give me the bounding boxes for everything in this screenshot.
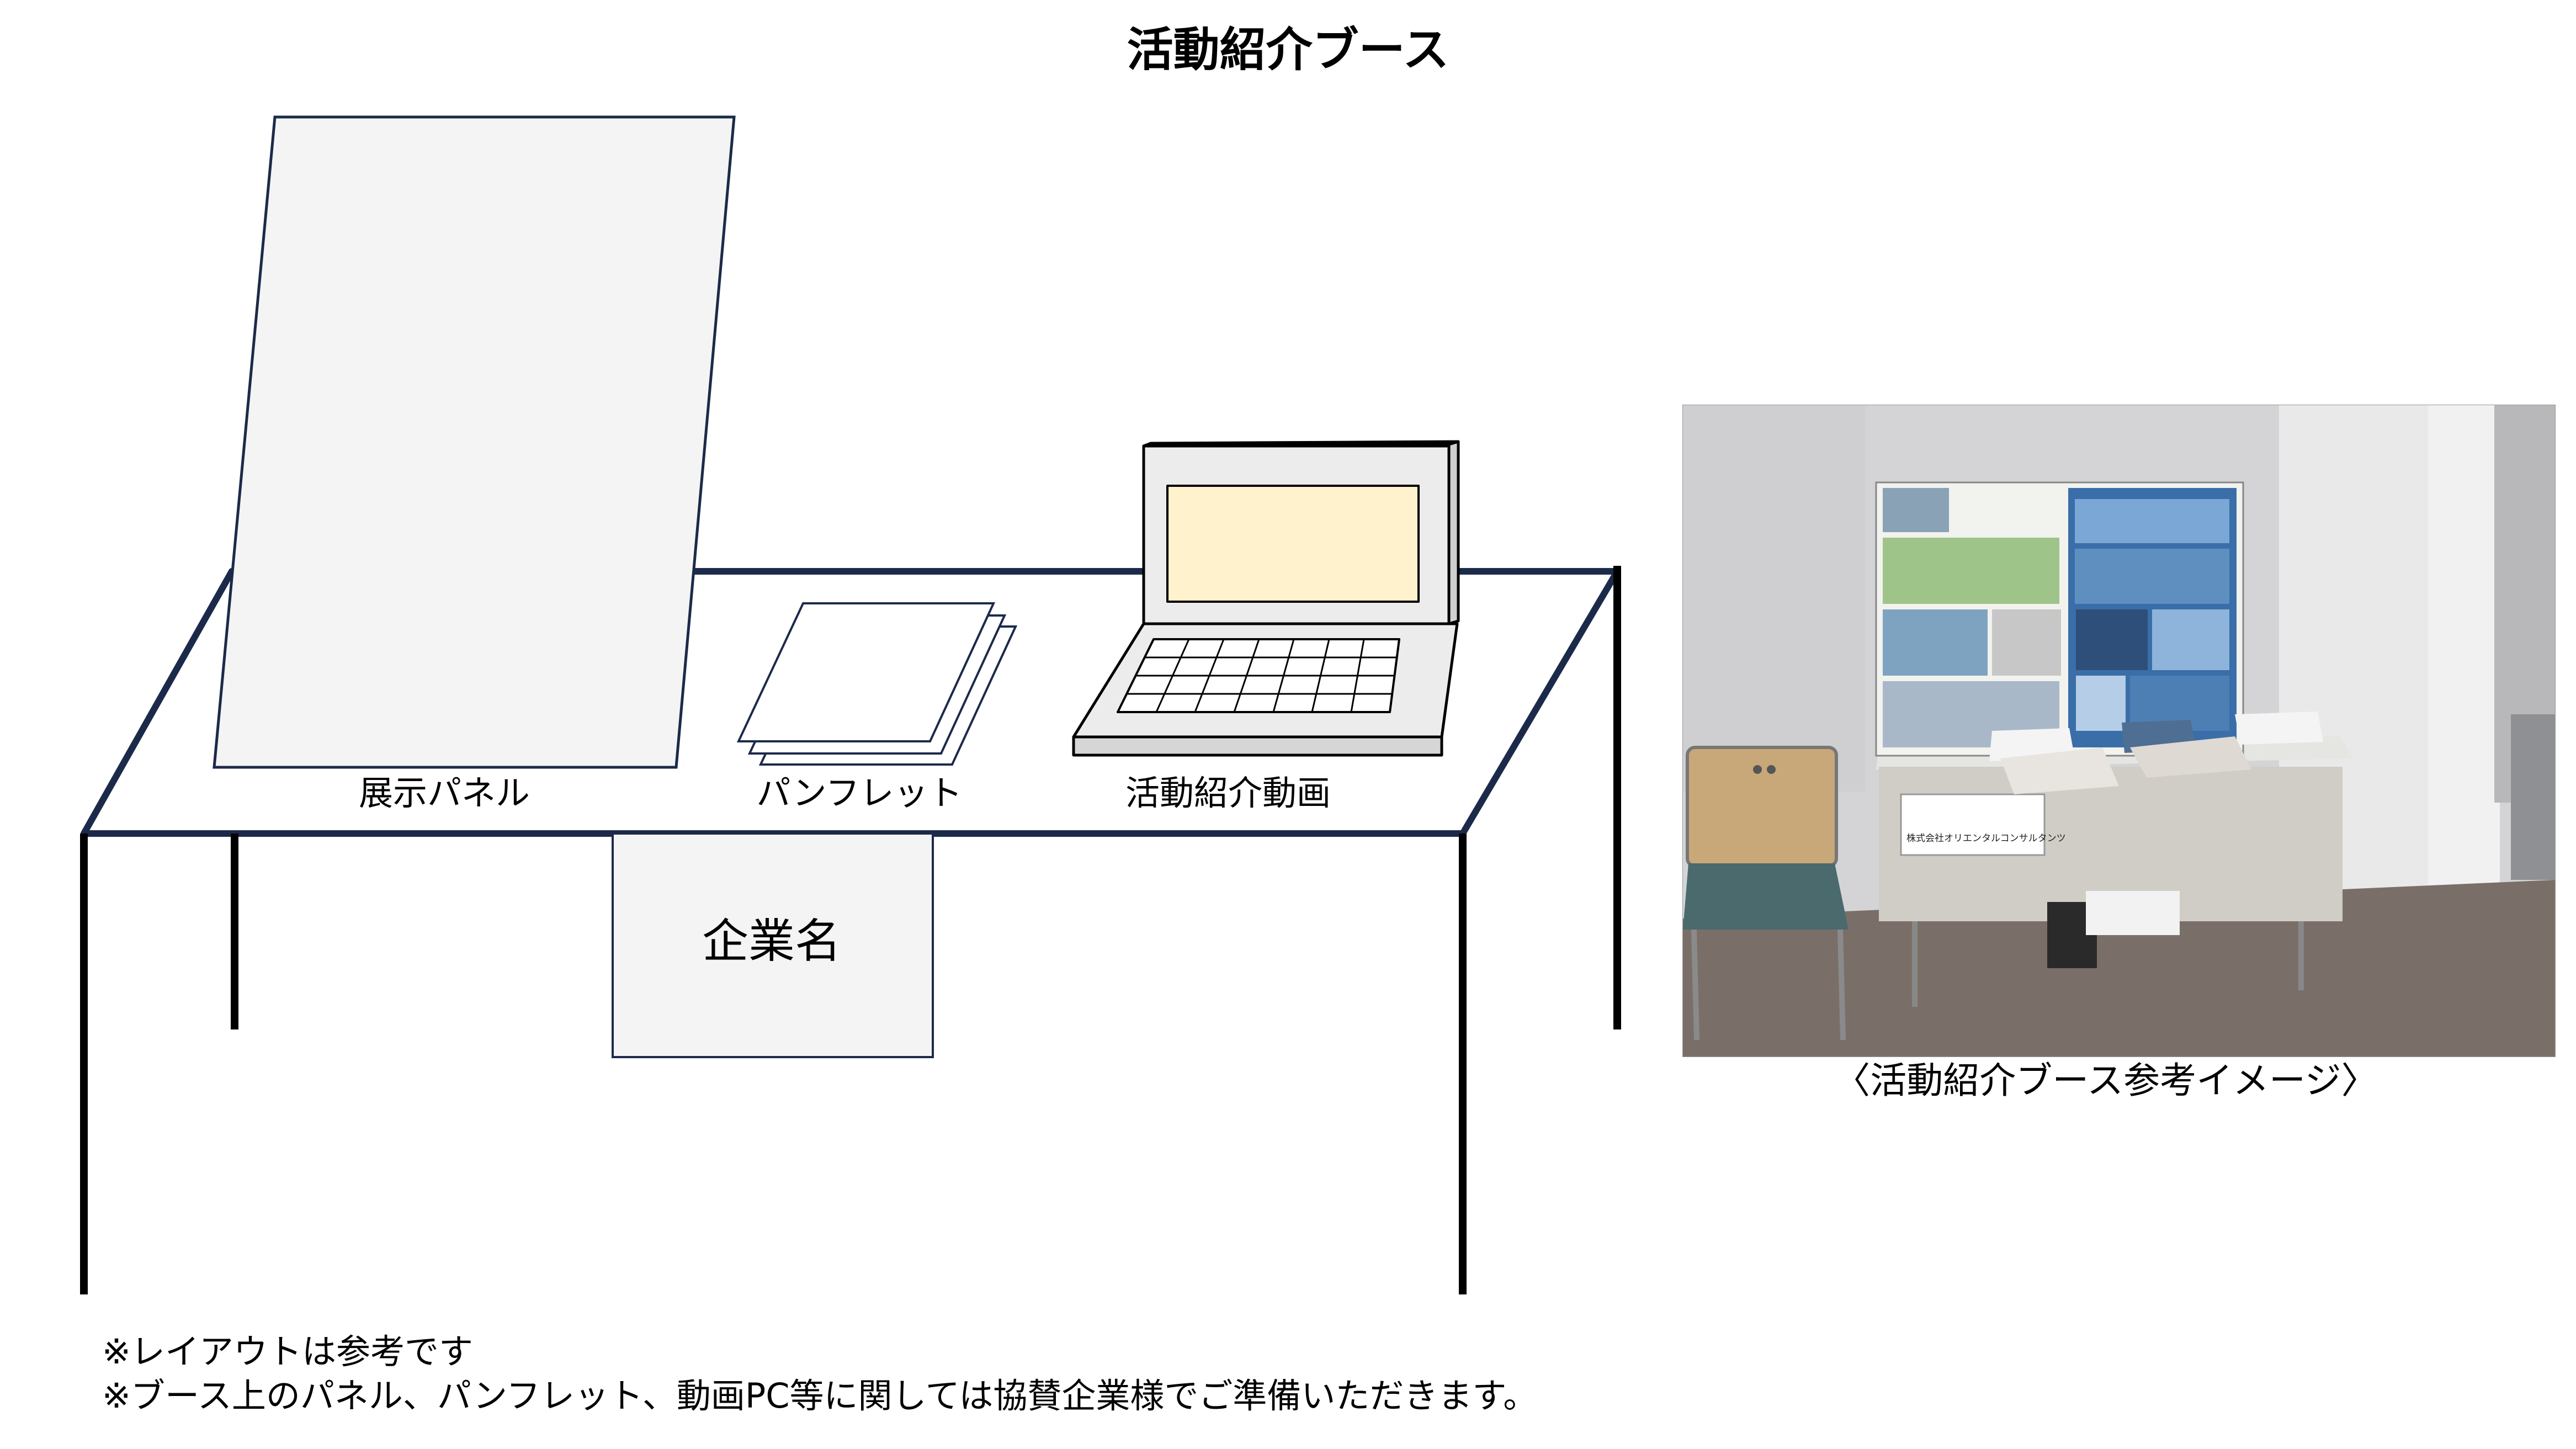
laptop-base-front	[1072, 735, 1443, 757]
layout-note: ※レイアウトは参考です	[102, 1331, 473, 1372]
page-title: 活動紹介ブース	[1127, 23, 1449, 77]
laptop-key-grid	[1127, 639, 1397, 713]
photo-chair	[1683, 746, 1849, 1041]
pamphlet-stack	[736, 602, 1018, 766]
company-sign	[612, 832, 934, 1058]
laptop-lid-side	[1447, 440, 1460, 625]
photo-display-panel	[1875, 481, 2244, 757]
pamphlet-label: パンフレット	[756, 773, 963, 813]
laptop	[1072, 440, 1460, 757]
preparation-note: ※ブース上のパネル、パンフレット、動画PC等に関しては協賛企業様でご準備いただき…	[102, 1376, 1538, 1416]
laptop-label: 活動紹介動画	[1125, 773, 1331, 813]
display-panel-label: 展示パネル	[358, 773, 530, 813]
photo-floor	[1683, 880, 2555, 1057]
photo-table-sign-text: 株式会社オリエンタルコンサルタンツ	[1906, 833, 2066, 844]
display-panel	[213, 115, 736, 769]
photo-caption: 〈活動紹介ブース参考イメージ〉	[1834, 1059, 2378, 1102]
company-sign-label: 企業名	[702, 914, 842, 968]
laptop-screen	[1166, 485, 1420, 603]
booth-reference-photo: 株式会社オリエンタルコンサルタンツ	[1682, 405, 2556, 1057]
